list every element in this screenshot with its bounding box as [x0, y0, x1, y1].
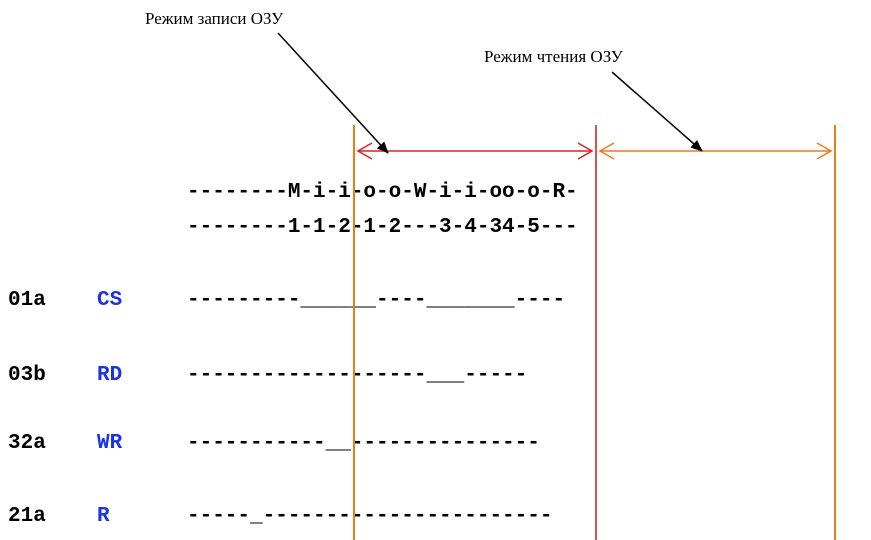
read-caption-pointer: [611, 71, 703, 152]
read-span-arrow: [598, 142, 833, 160]
signal-trace: -----------__---------------: [187, 432, 540, 455]
write-span-arrow: [356, 142, 594, 160]
step-number-row: --------1-1-2-1-2---3-4-34-5---: [187, 216, 578, 239]
signal-name: WR: [97, 432, 123, 455]
signal-id: 03b: [8, 364, 46, 387]
signal-name: CS: [97, 289, 123, 312]
signal-id: 01a: [8, 289, 46, 312]
signal-name: RD: [97, 364, 123, 387]
signal-trace: -----_-----------------------: [187, 505, 553, 528]
read-mode-caption: Режим чтения ОЗУ: [484, 47, 623, 66]
signal-name: R: [97, 505, 110, 528]
signal-id: 32a: [8, 432, 46, 455]
signal-trace: -------------------___-----: [187, 364, 528, 387]
write-mode-caption: Режим записи ОЗУ: [145, 9, 284, 28]
signal-id: 21a: [8, 505, 46, 528]
write-caption-pointer: [277, 32, 389, 154]
state-sequence-row: --------M-i-i-o-o-W-i-i-oo-o-R-: [187, 181, 578, 204]
signal-trace: ---------______----_______----: [187, 289, 566, 312]
